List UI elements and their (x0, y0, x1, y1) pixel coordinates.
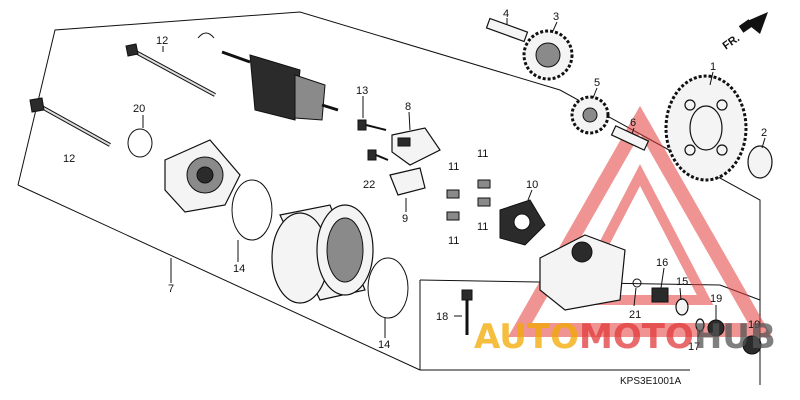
part-12-bolt-lower (29, 97, 111, 147)
leader-lines (142, 18, 766, 338)
label-part-4: 4 (503, 8, 509, 20)
part-18-bolt (461, 289, 473, 335)
part-11-springs (446, 179, 491, 221)
label-part-9: 9 (402, 213, 408, 225)
part-19-nut-lower (742, 335, 762, 355)
front-label: FR. (721, 32, 742, 52)
watermark-logo (507, 105, 773, 337)
label-part-14b: 14 (378, 339, 390, 351)
part-22-screw (367, 149, 389, 161)
part-8-brush-holder (391, 127, 441, 166)
label-part-11b: 11 (477, 148, 488, 160)
watermark-auto: AUTO (474, 317, 579, 357)
label-part-12b: 12 (63, 153, 75, 165)
label-part-12a: 12 (156, 35, 168, 47)
label-part-13: 13 (356, 85, 368, 97)
label-part-2: 2 (761, 127, 767, 139)
part-12-bolt-upper (125, 43, 216, 97)
rear-cover (164, 139, 241, 213)
motor-case (271, 204, 374, 304)
label-part-22: 22 (363, 179, 375, 191)
label-part-20: 20 (133, 103, 145, 115)
part-5-idle-gear (570, 95, 610, 135)
label-part-11a: 11 (448, 161, 459, 173)
front-direction-arrow: FR. (721, 12, 768, 52)
part-14-o-ring-right (367, 257, 409, 319)
label-part-18: 18 (436, 311, 448, 323)
label-part-21: 21 (629, 309, 641, 321)
watermark-hub: HUB (694, 317, 776, 357)
part-4-pin (485, 17, 529, 43)
part-3-reduction-gear (522, 29, 574, 81)
part-21-o-ring (632, 278, 642, 288)
label-part-1: 1 (710, 61, 716, 73)
label-part-6: 6 (630, 117, 636, 129)
part-14-o-ring-left (231, 179, 273, 241)
part-labels: 1 2 3 4 5 6 7 8 9 10 11 11 11 11 12 12 1… (63, 8, 767, 353)
part-20-o-ring (127, 128, 153, 158)
armature (221, 50, 339, 121)
label-part-3: 3 (553, 11, 559, 23)
assembly-outline (17, 11, 761, 385)
label-part-14a: 14 (233, 263, 245, 275)
part-9-brush (389, 167, 426, 196)
part-1-starter-driven-gear (664, 74, 748, 182)
label-part-11d: 11 (477, 221, 488, 233)
label-part-10: 10 (526, 179, 538, 191)
label-part-11c: 11 (448, 235, 459, 247)
part-2-washer (747, 145, 773, 179)
diagram-code: KPS3E1001A (620, 376, 681, 387)
part-16-bushing (651, 287, 669, 303)
label-part-15: 15 (676, 276, 688, 288)
label-part-5: 5 (594, 77, 600, 89)
label-part-7: 7 (168, 283, 174, 295)
watermark-text: AUTOMOTOHUB (474, 317, 776, 357)
label-part-16: 16 (656, 257, 668, 269)
label-part-19b: 19 (748, 319, 760, 331)
watermark-moto: MOTO (579, 317, 694, 357)
svg-text:AUTOMOTOHUB: AUTOMOTOHUB (474, 317, 776, 357)
part-15-collar (675, 298, 689, 316)
part-10-clutch (499, 199, 546, 246)
part-13-screw (357, 119, 387, 131)
front-cover (539, 234, 626, 311)
label-part-17: 17 (688, 341, 700, 353)
label-part-8: 8 (405, 101, 411, 113)
snap-ring (197, 32, 215, 39)
label-part-19a: 19 (710, 293, 722, 305)
